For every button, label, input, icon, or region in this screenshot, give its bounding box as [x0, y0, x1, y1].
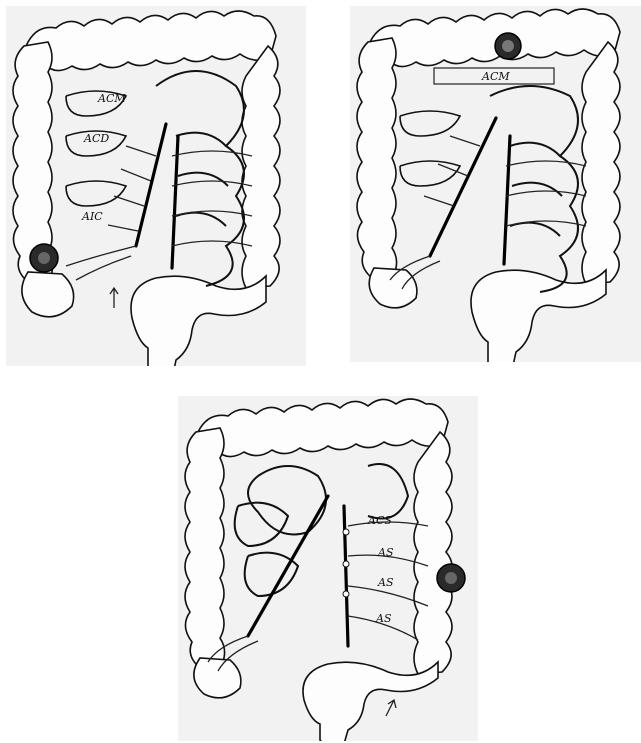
label-acd: ACD [83, 132, 109, 145]
panel-bottom-diagram: ACS AS AS AS [178, 396, 478, 741]
descending-colon [414, 432, 452, 674]
descending-colon [242, 46, 280, 288]
label-acm: ACM [97, 92, 126, 105]
panel-top-right-diagram: ACM [350, 6, 641, 362]
tumor-core [502, 40, 514, 52]
panel-top-left-diagram: ACM ACD AIC [6, 6, 306, 366]
label-as-1: AS [377, 546, 394, 559]
label-aic: AIC [81, 210, 103, 223]
tumor-core [445, 572, 457, 584]
tumor-core [38, 252, 50, 264]
label-acm: ACM [481, 70, 510, 83]
label-as-3: AS [375, 612, 392, 625]
label-as-2: AS [377, 576, 394, 589]
label-acs: ACS [367, 514, 392, 527]
descending-colon [582, 42, 620, 284]
